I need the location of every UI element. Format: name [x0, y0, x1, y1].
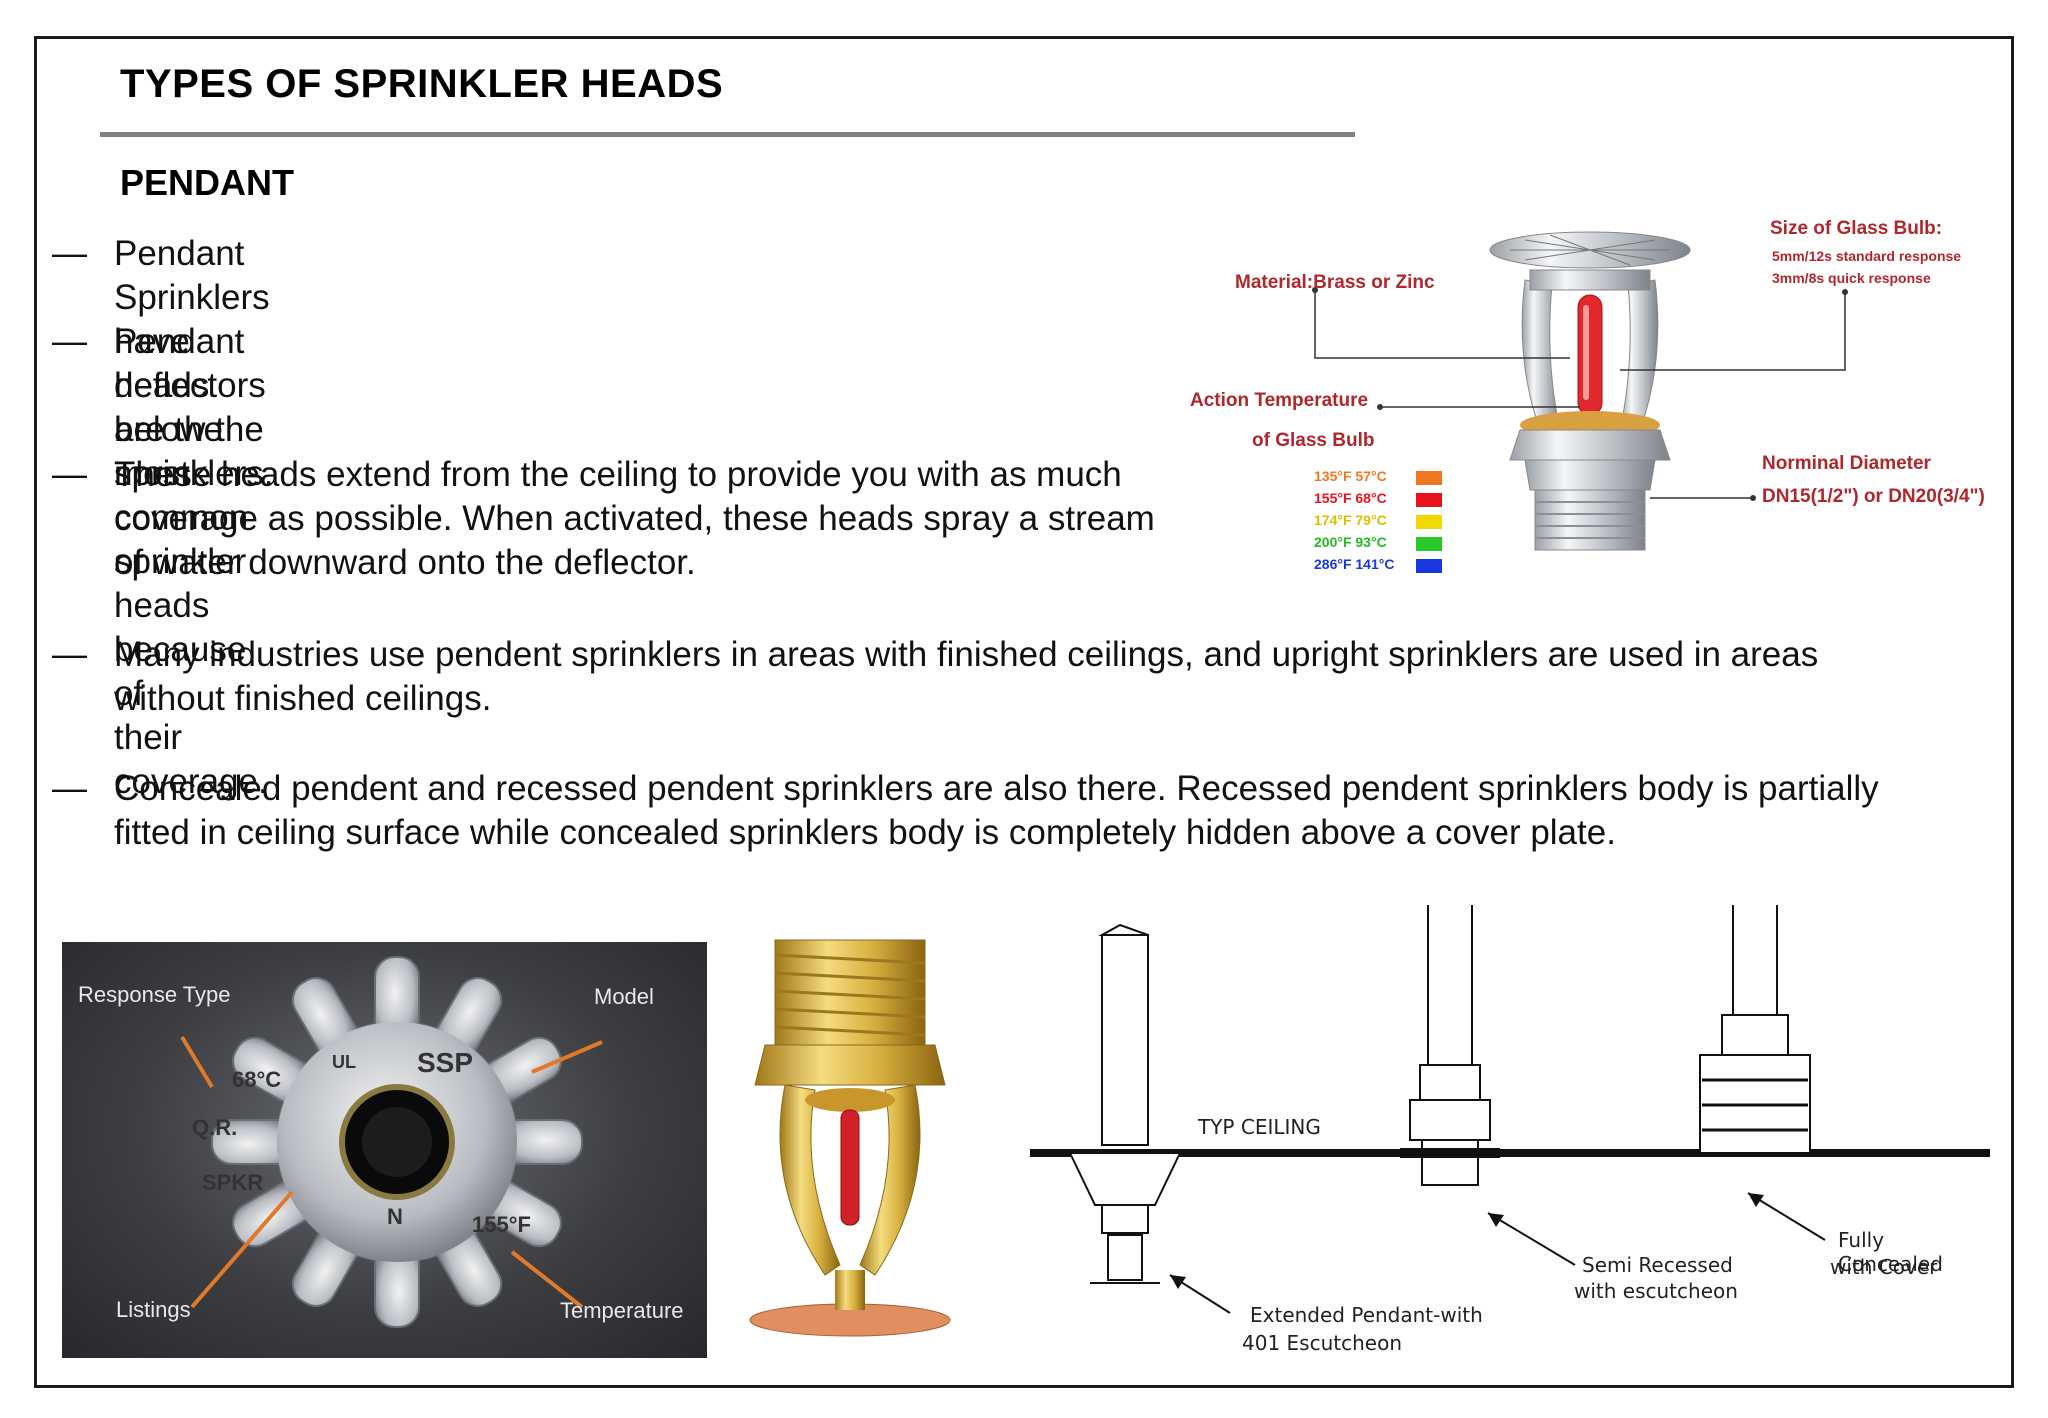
nominal-diameter-title: Norminal Diameter	[1762, 453, 1931, 474]
temp-legend-row: 200°F 93°C	[1314, 534, 1387, 550]
deflector-mark: N	[387, 1204, 403, 1229]
fully-concealed-label: Fully Concealed	[1838, 1228, 1943, 1276]
installation-drawing	[1030, 905, 1990, 1314]
dash-marker: —	[52, 322, 87, 361]
dash-marker: —	[52, 769, 87, 808]
dash-marker: —	[52, 455, 87, 494]
semi-recessed-sublabel: with escutcheon	[1574, 1279, 1738, 1303]
deflector-mark: SSP	[417, 1047, 474, 1078]
dash-marker: —	[52, 635, 87, 674]
listings-label: Listings	[116, 1297, 191, 1322]
deflector-mark: Q.R.	[192, 1115, 238, 1140]
bullet-text: These heads extend from the ceiling to p…	[114, 455, 1155, 582]
deflector-mark: UL	[332, 1052, 356, 1072]
deflector-mark: 155°F	[472, 1212, 531, 1237]
section-heading: PENDANT	[120, 162, 295, 203]
sprinkler-spec-diagram: Material:Brass or Zinc Size of Glass Bul…	[1180, 210, 2000, 590]
bullet-text: Many industries use pendent sprinklers i…	[114, 635, 1819, 718]
ceiling-label: TYP CEILING	[1198, 1115, 1321, 1139]
action-temp-label: Action Temperature	[1190, 390, 1369, 411]
temp-swatch	[1416, 559, 1442, 573]
bullet-text: Pendant Sprinklers have deflectors below…	[114, 234, 274, 493]
extended-pendant-label: Extended Pendant-with	[1250, 1303, 1483, 1327]
dash-marker: —	[52, 234, 87, 273]
material-label: Material:Brass or Zinc	[1235, 272, 1435, 293]
temp-legend-row: 174°F 79°C	[1314, 512, 1387, 528]
temp-swatch	[1416, 493, 1442, 507]
temperature-label: Temperature	[560, 1298, 684, 1323]
fully-concealed-sublabel: with Cover	[1830, 1255, 1938, 1279]
temp-swatch	[1416, 471, 1442, 485]
title-divider	[100, 132, 1355, 137]
brass-sprinkler-illustration	[749, 939, 951, 1337]
temp-legend-row: 286°F 141°C	[1314, 556, 1395, 572]
semi-recessed-label: Semi Recessed	[1582, 1253, 1733, 1277]
action-temp-sublabel: of Glass Bulb	[1252, 430, 1375, 451]
extended-pendant-sublabel: 401 Escutcheon	[1242, 1331, 1402, 1355]
deflector-illustration	[180, 956, 603, 1328]
deflector-mark: SPKR	[202, 1170, 264, 1195]
deflector-mark: 68°C	[232, 1067, 282, 1092]
temp-legend-row: 155°F 68°C	[1314, 490, 1387, 506]
page-title: TYPES OF SPRINKLER HEADS	[120, 62, 724, 106]
bulb-size-quick: 3mm/8s quick response	[1772, 270, 1931, 286]
installation-diagram: TYP CEILING Extended Pendant-with 401 Es…	[1030, 905, 1990, 1365]
nominal-diameter-value: DN15(1/2") or DN20(3/4")	[1762, 486, 1985, 507]
bulb-size-standard: 5mm/12s standard response	[1772, 248, 1962, 264]
temp-swatch	[1416, 515, 1442, 529]
temp-swatch	[1416, 537, 1442, 551]
response-type-label: Response Type	[78, 982, 231, 1007]
deflector-photo: 68°C Q.R. SPKR SSP 155°F N UL Response T…	[62, 942, 707, 1358]
bullet-text: Pendant heads are the most common sprink…	[114, 322, 268, 801]
bulb-size-title: Size of Glass Bulb:	[1770, 218, 1943, 239]
temp-legend-row: 135°F 57°C	[1314, 468, 1387, 484]
model-label: Model	[594, 984, 654, 1009]
slide-frame	[34, 36, 2014, 1388]
temp-legend: 135°F 57°C 155°F 68°C 174°F 79°C 200°F 9…	[1314, 468, 1454, 588]
bullet-text: Concealed pendent and recessed pendent s…	[114, 769, 1879, 852]
sprinkler-illustration	[1312, 231, 1848, 551]
